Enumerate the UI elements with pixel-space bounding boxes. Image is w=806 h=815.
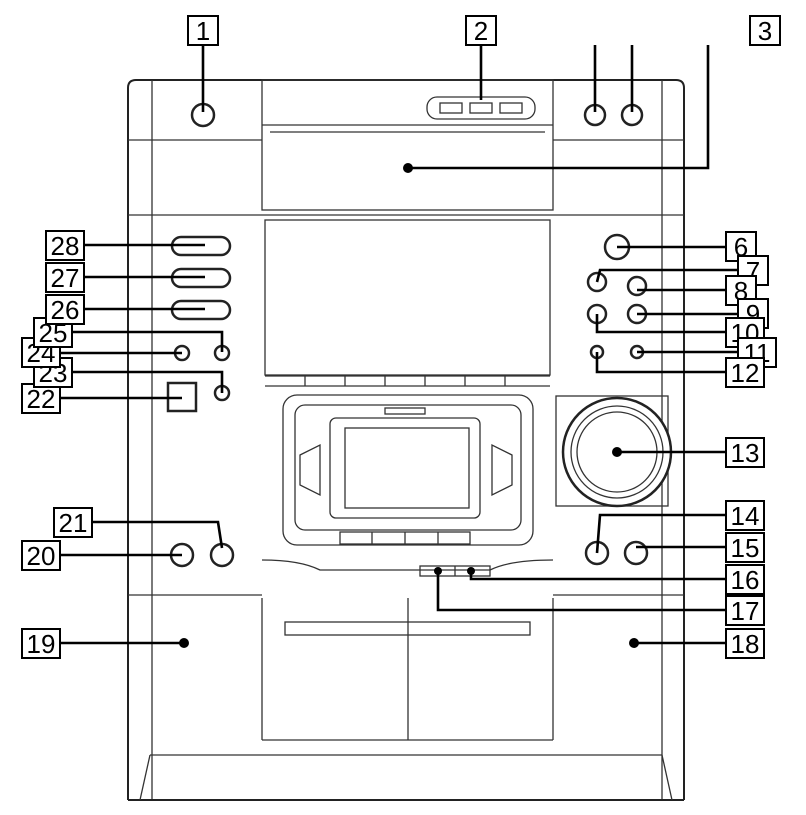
callout-label: 22 — [27, 384, 56, 414]
callout-label: 13 — [731, 438, 760, 468]
button-15[interactable] — [623, 540, 649, 566]
callout-19: 19 — [21, 628, 61, 659]
callout-label: 20 — [27, 541, 56, 571]
lower-compartment — [261, 598, 554, 740]
button-8[interactable] — [626, 275, 648, 297]
callout-label: 6 — [734, 232, 748, 262]
callout-label: 1 — [196, 16, 210, 46]
callout-1: 1 — [187, 15, 219, 46]
callout-label: 15 — [731, 533, 760, 563]
callout-label: 12 — [731, 358, 760, 388]
callout-label: 21 — [59, 508, 88, 538]
callout-label: 26 — [51, 295, 80, 325]
callout-2: 2 — [465, 15, 497, 46]
callout-14: 14 — [725, 500, 765, 531]
callout-label: 18 — [731, 629, 760, 659]
callout-27: 27 — [45, 262, 85, 293]
callout-16: 16 — [725, 564, 765, 595]
callout-label: 3 — [758, 16, 772, 46]
callout-3: 3 — [749, 15, 781, 46]
callout-26: 26 — [45, 294, 85, 325]
callout-label: 14 — [731, 501, 760, 531]
callout-17: 17 — [725, 595, 765, 626]
callout-28: 28 — [45, 230, 85, 261]
callout-label: 16 — [731, 565, 760, 595]
callout-11: 11 — [737, 337, 777, 368]
callout-18: 18 — [725, 628, 765, 659]
callout-15: 15 — [725, 532, 765, 563]
callout-13: 13 — [725, 437, 765, 468]
callout-22: 22 — [21, 383, 61, 414]
callout-label: 28 — [51, 231, 80, 261]
callout-label: 2 — [474, 16, 488, 46]
callout-label: 27 — [51, 263, 80, 293]
callout-boxes: 1 2 3 6 7 8 9 10 — [21, 15, 781, 659]
cassette-deck — [261, 394, 554, 577]
callout-21: 21 — [53, 507, 93, 538]
cd-tray-top — [261, 79, 554, 211]
leader-lines — [60, 45, 738, 645]
display-window — [264, 219, 551, 387]
callout-20: 20 — [21, 540, 61, 571]
callout-12: 12 — [725, 357, 765, 388]
callout-label: 17 — [731, 596, 760, 626]
leader-dots — [179, 163, 639, 648]
callout-label: 19 — [27, 629, 56, 659]
right-controls — [555, 103, 673, 566]
